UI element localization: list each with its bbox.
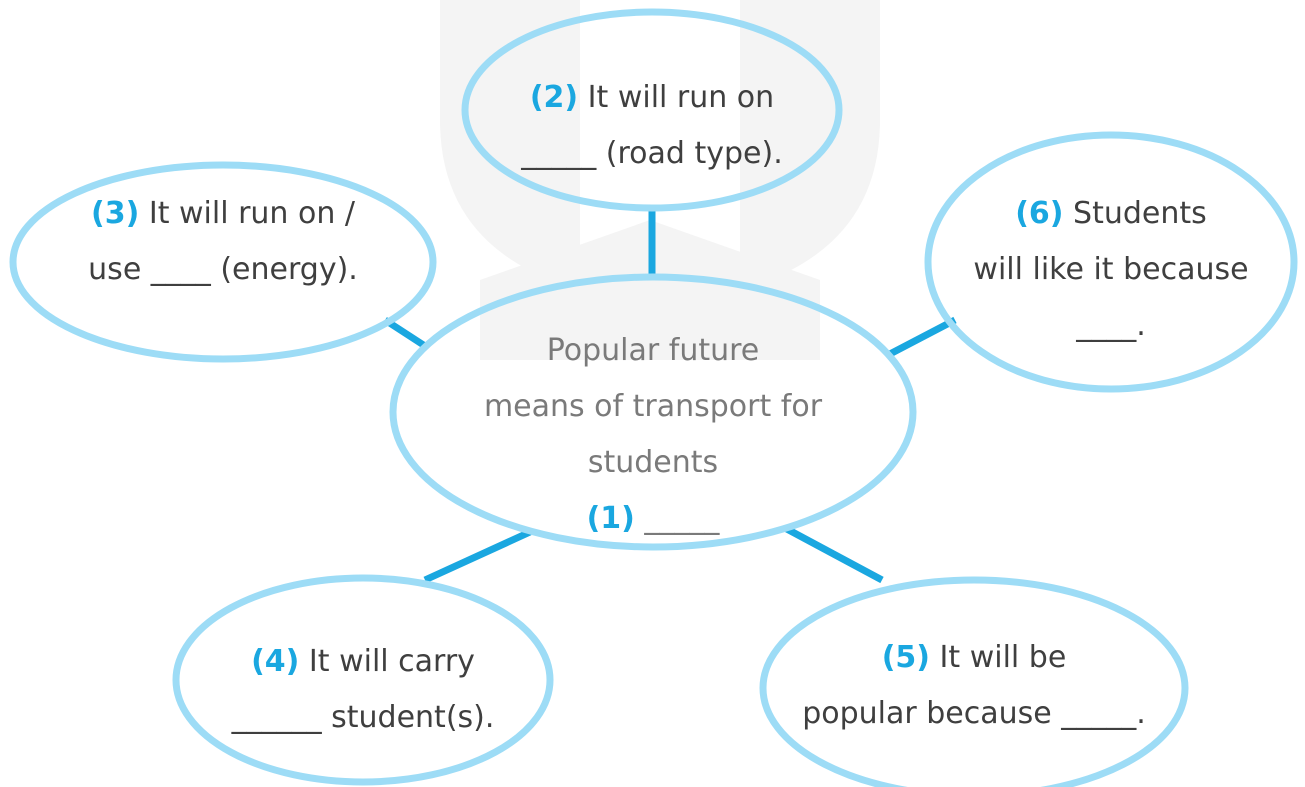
center-blank: _____ [644,501,720,536]
students-like-line-3: ____. [1076,308,1146,343]
energy-text: (3) It will run on / use ____ (energy). [48,186,398,298]
center-topic-text: Popular future means of transport for st… [453,323,853,547]
watermark-logo [440,0,880,360]
ellipse-road-type [461,8,843,212]
carry-students-number: (4) [251,644,300,679]
students-like-line-2: will like it because [973,252,1249,287]
popular-because-line-1-text: It will be [939,640,1067,675]
center-line-1: Popular future [546,333,760,368]
ellipse-students-like [924,131,1298,393]
road-type-line-1-text: It will run on [587,80,775,115]
center-line-3: students [587,445,719,480]
students-like-line-1: (6) Students [951,186,1271,242]
carry-students-line-2: ______ student(s). [231,700,495,735]
center-number: (1) [586,501,635,536]
ellipse-carry-students [172,574,554,786]
ellipse-energy [9,161,437,363]
popular-because-line-1: (5) It will be [779,630,1169,686]
road-type-line-2: _____ (road type). [521,136,783,171]
energy-number: (3) [91,196,140,231]
connector-center-to-4 [423,528,532,584]
ellipse-center-topic [389,273,917,551]
students-like-number: (6) [1015,196,1064,231]
ellipse-popular-because [759,576,1189,787]
popular-because-text: (5) It will be popular because _____. [779,630,1169,742]
road-type-number: (2) [529,80,579,115]
students-like-text: (6) Students will like it because ____. [951,186,1271,354]
carry-students-line-1-text: It will carry [308,644,475,679]
road-type-text: (2) It will run on _____ (road type). [492,70,812,182]
energy-line-2: use ____ (energy). [88,252,358,287]
center-line-2: means of transport for [483,389,823,424]
connector-center-to-3 [383,317,427,349]
connector-center-to-6 [886,316,957,359]
connector-center-to-5 [783,524,884,584]
carry-students-line-1: (4) It will carry [198,634,528,690]
road-type-line-1: (2) It will run on [492,70,812,126]
popular-because-line-2: popular because _____. [802,696,1146,731]
carry-students-text: (4) It will carry ______ student(s). [198,634,528,746]
students-like-line-1-text: Students [1073,196,1207,231]
center-line-4: (1) _____ [453,491,853,547]
energy-line-1-text: It will run on / [148,196,355,231]
popular-because-number: (5) [881,640,930,675]
energy-line-1: (3) It will run on / [48,186,398,242]
